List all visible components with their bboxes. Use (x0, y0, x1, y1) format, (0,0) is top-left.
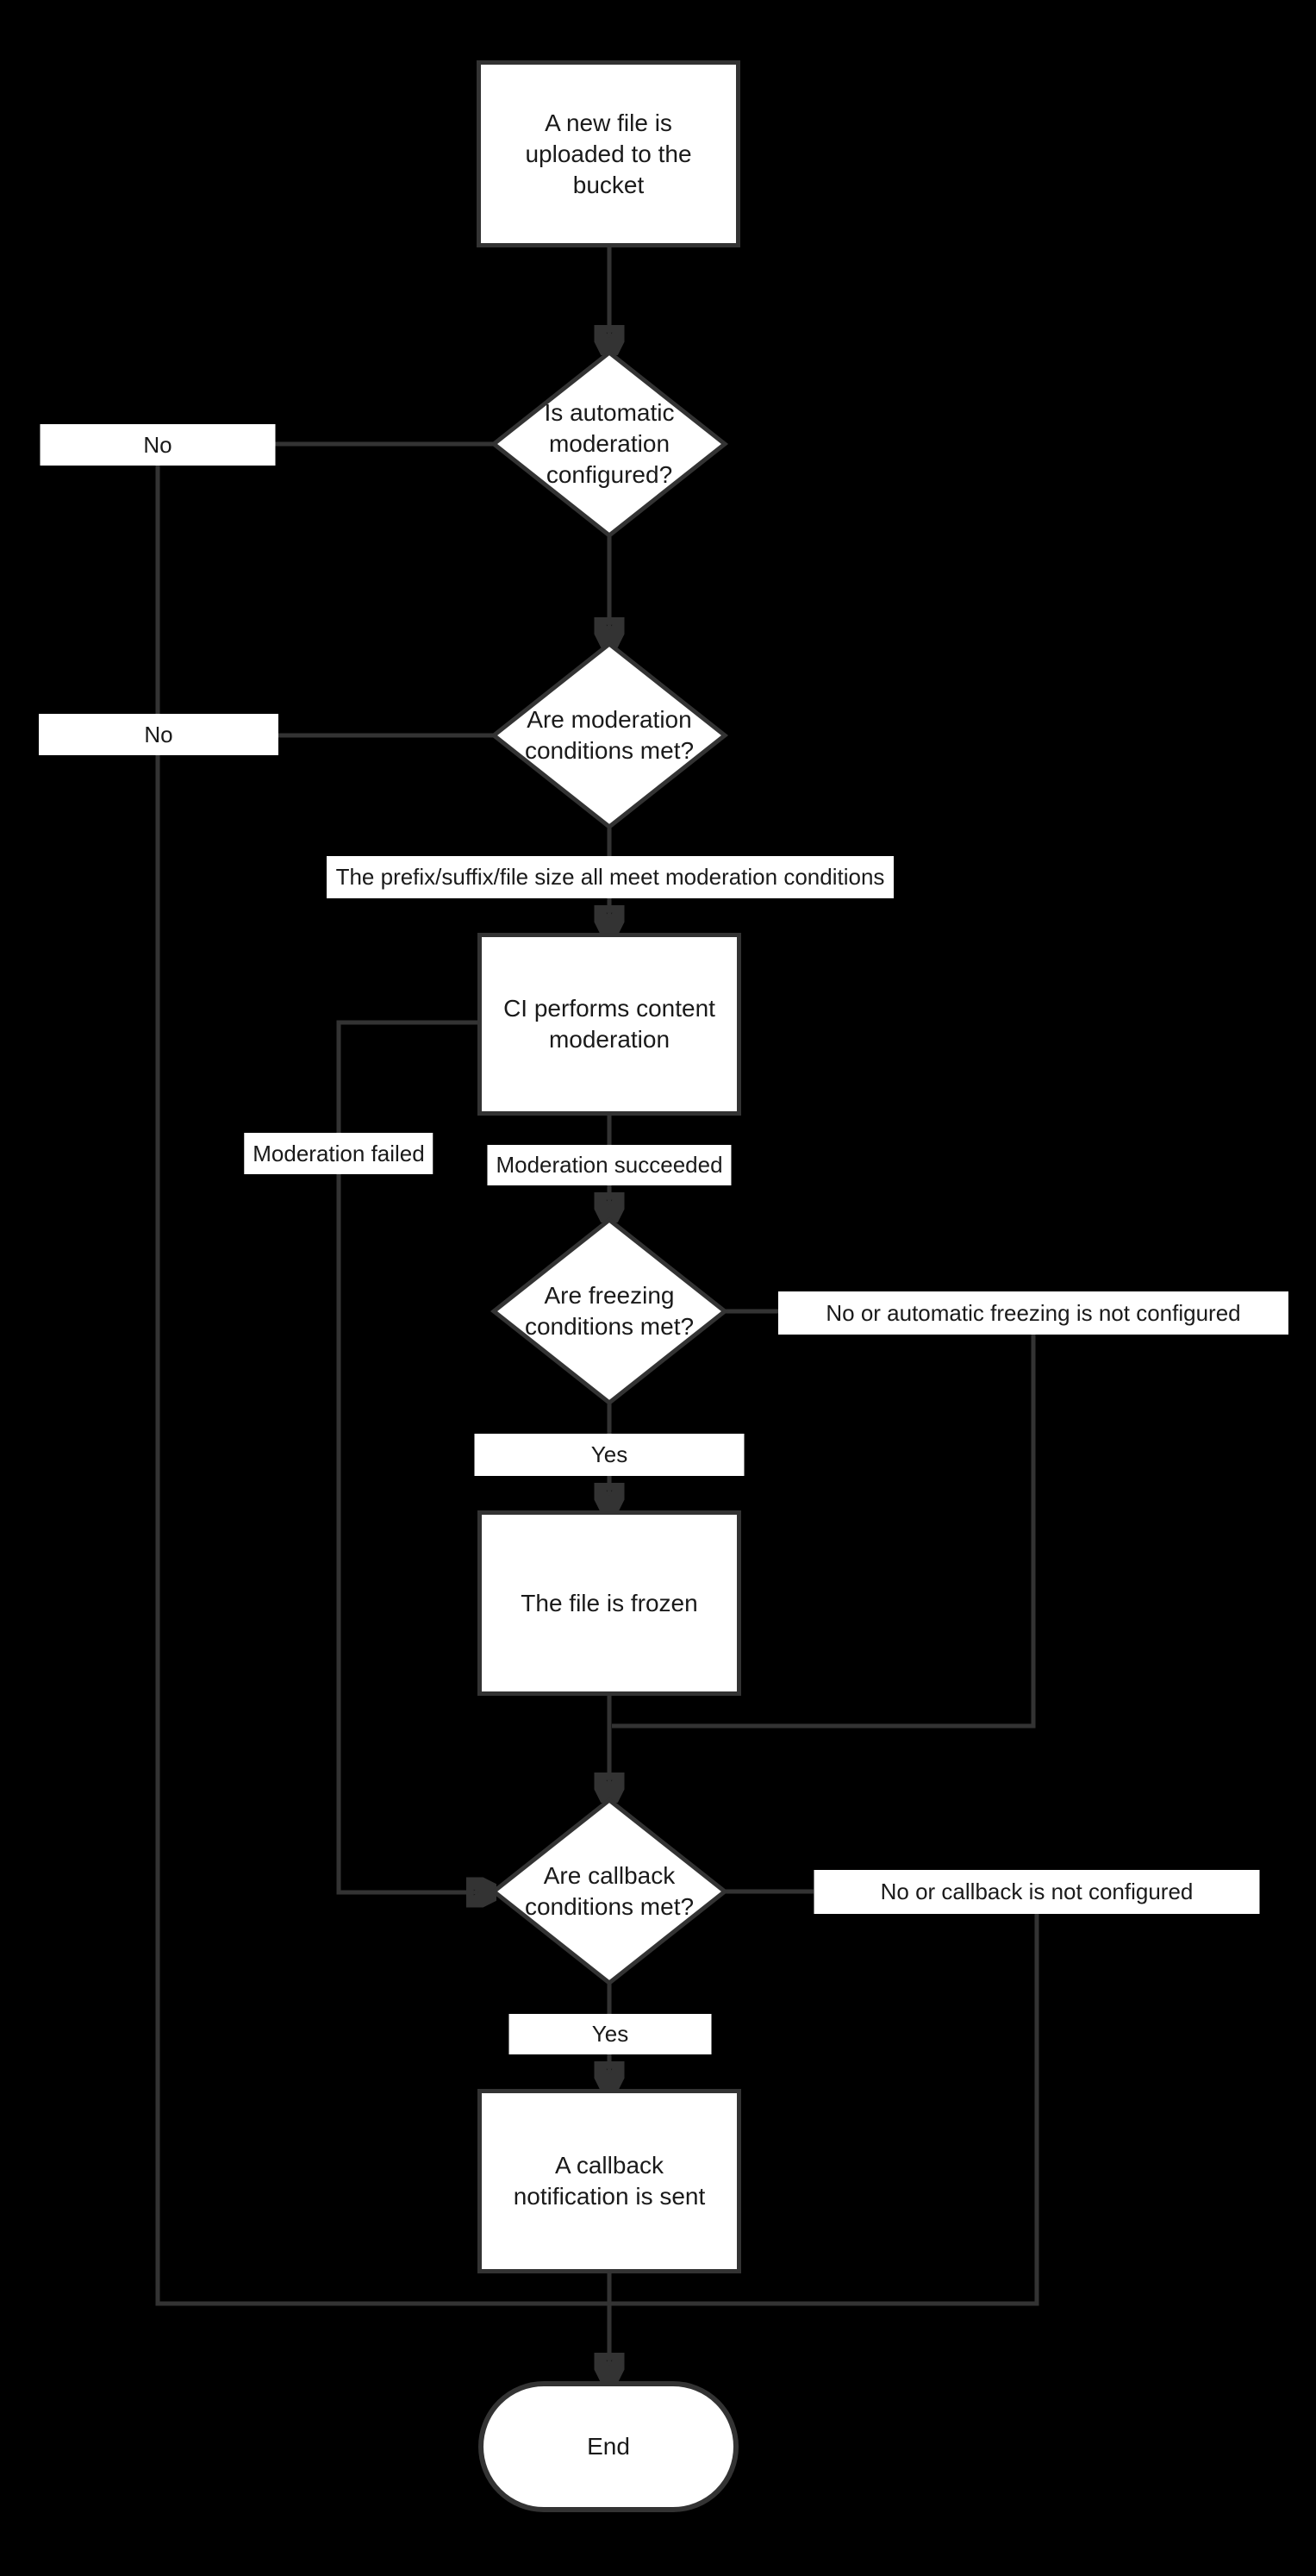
edge-label-modcond-no: No (39, 714, 278, 755)
decision-freeze-shape (490, 1216, 729, 1406)
edge-label-moderation-failed: Moderation failed (244, 1133, 433, 1174)
node-end: End (478, 2381, 739, 2512)
edge-label-conditions-met-text: The prefix/suffix/file size all meet mod… (335, 864, 885, 890)
node-callback-sent: A callback notification is sent (477, 2089, 741, 2273)
edge-label-moderation-succeeded-text: Moderation succeeded (496, 1152, 723, 1178)
node-callback-sent-label: A callback notification is sent (513, 2152, 706, 2210)
edge-label-callback-no: No or callback is not configured (814, 1870, 1260, 1914)
decision-modcond-shape (490, 641, 729, 830)
edge-label-freezing-yes-text: Yes (590, 1441, 628, 1467)
edge-label-callback-no-text: No or callback is not configured (880, 1879, 1194, 1904)
edge-freeze-no-rail (612, 1335, 1036, 1729)
edge-label-automod-no-text: No (143, 431, 172, 458)
decision-callback-label: Are callback conditions met? (494, 1800, 725, 1983)
edge-label-freezing-no-text: No or automatic freezing is not configur… (826, 1299, 1241, 1326)
decision-modcond-text: Are moderation conditions met? (524, 706, 695, 764)
node-start-label: A new file is uploaded to the bucket (525, 109, 692, 198)
edge-automod-no-rail (155, 441, 609, 2306)
edge-label-automod-no: No (40, 424, 276, 466)
edge-label-conditions-met: The prefix/suffix/file size all meet mod… (327, 856, 894, 898)
decision-freeze-label: Are freezing conditions met? (494, 1220, 725, 1403)
node-file-frozen-label: The file is frozen (521, 1589, 698, 1616)
edge-label-modcond-no-text: No (144, 721, 173, 747)
edge-label-callback-yes-text: Yes (591, 2021, 629, 2047)
node-file-frozen: The file is frozen (477, 1510, 741, 1696)
node-start: A new file is uploaded to the bucket (477, 60, 740, 247)
decision-automod-text: Is automatic moderation configured? (544, 399, 675, 488)
decision-freeze-text: Are freezing conditions met? (524, 1282, 695, 1340)
edge-label-callback-yes: Yes (508, 2014, 712, 2054)
edge-ci-failed-rail (336, 1020, 490, 1892)
edge-label-freezing-yes: Yes (474, 1434, 745, 1476)
node-ci-moderation: CI performs content moderation (477, 933, 741, 1116)
decision-automod-shape (490, 349, 729, 539)
edge-label-freezing-no: No or automatic freezing is not configur… (778, 1291, 1288, 1335)
decision-automod-label: Is automatic moderation configured? (494, 353, 725, 535)
edge-label-moderation-succeeded: Moderation succeeded (487, 1145, 732, 1185)
node-ci-moderation-label: CI performs content moderation (503, 995, 715, 1053)
decision-callback-text: Are callback conditions met? (524, 1862, 695, 1920)
edge-callback-no-rail (609, 1914, 1039, 2306)
edge-label-moderation-failed-text: Moderation failed (253, 1140, 425, 1166)
node-end-label: End (587, 2433, 630, 2460)
decision-modcond-label: Are moderation conditions met? (494, 644, 725, 827)
decision-callback-shape (490, 1797, 729, 1986)
